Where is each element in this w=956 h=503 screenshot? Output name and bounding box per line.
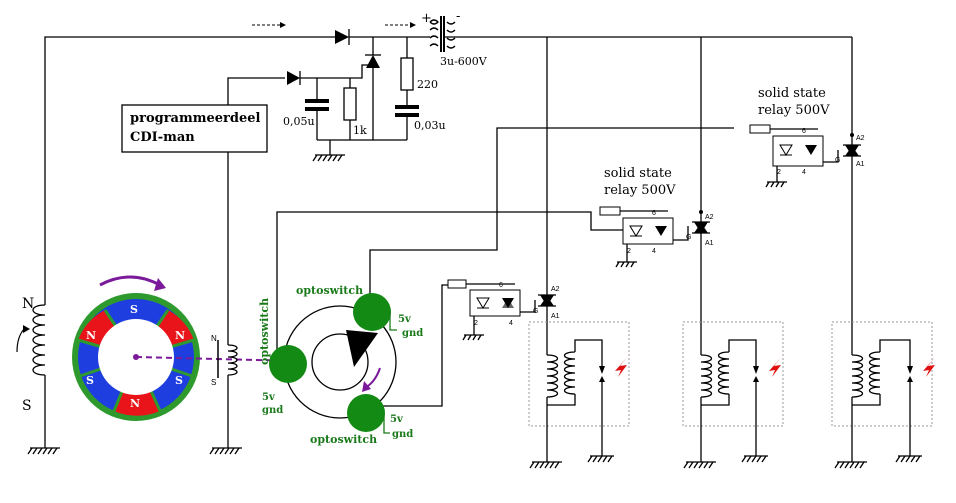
trigger-wheel: [283, 305, 397, 419]
opto-left-5v: 5v: [262, 392, 276, 403]
wheel-rotation-icon: [362, 381, 371, 392]
rotor-pole-s: S: [130, 303, 138, 316]
transformer-label: 3u-600V: [440, 55, 488, 68]
ground-icon: [529, 461, 562, 469]
ssr1-a1: A1: [551, 313, 560, 320]
ssr1-pin4: 4: [509, 320, 513, 327]
ssr2-title-2: relay 500V: [604, 183, 676, 198]
rotor-pole-n: N: [175, 329, 185, 342]
programmer-label-1: programmeerdeel: [130, 111, 261, 126]
ssr2-gate: G: [686, 234, 691, 241]
cap1-label: 0,05u: [283, 115, 315, 128]
rotor: S N N S S N: [72, 275, 200, 421]
optoswitch-left: optoswitch 5v gnd: [258, 298, 307, 416]
ssr3-pin4: 4: [802, 169, 806, 176]
opto-top-gnd: gnd: [402, 328, 423, 339]
optoswitch-left-label: optoswitch: [258, 298, 271, 365]
spark-icon: [769, 356, 782, 377]
ssr-3: solid state relay 500V 6 2 4 A2 G A1: [749, 86, 865, 335]
opto-left-gnd: gnd: [262, 405, 283, 416]
ssr3-title-1: solid state: [758, 86, 826, 101]
ground-icon: [765, 181, 787, 188]
ssr2-a1: A1: [705, 240, 714, 247]
opto-wiring: [276, 127, 734, 407]
cdi-section: 0,05u 1k 220 0,03u: [227, 37, 446, 162]
plus-label: +: [421, 11, 432, 26]
rotation-arrow-icon: [154, 278, 166, 291]
programmer-box: programmeerdeel CDI-man: [121, 104, 268, 153]
ssr3-title-2: relay 500V: [758, 103, 830, 118]
opto-bottom-5v: 5v: [390, 414, 404, 425]
optoswitch-bottom: optoswitch 5v gnd: [310, 394, 413, 446]
ground-icon: [895, 455, 922, 463]
spark-icon: [615, 356, 628, 377]
ground-icon: [587, 455, 614, 463]
ground-icon: [462, 334, 484, 341]
cap2-label: 0,03u: [414, 119, 446, 132]
ground-icon: [615, 261, 637, 268]
ground-icon: [27, 447, 60, 455]
rotor-pole-s: S: [175, 374, 183, 387]
hv-rail: [44, 36, 853, 295]
rotor-pole-n: N: [86, 329, 96, 342]
ssr-2: solid state relay 500V 6 2 4 A2 G A1: [599, 166, 714, 335]
pickup-coil: N S: [211, 152, 238, 448]
rotor-pole-n: N: [130, 397, 140, 410]
ground-icon: [834, 461, 867, 469]
res1-label: 1k: [353, 124, 367, 137]
ground-icon: [683, 461, 716, 469]
ground-icon: [312, 154, 345, 162]
ignition-coil-1: [528, 321, 630, 469]
ssr3-pin6: 6: [802, 128, 806, 135]
res2-label: 220: [417, 78, 438, 91]
dashed-arrow-icon: [252, 22, 416, 28]
ssr3-a2: A2: [856, 135, 865, 142]
ssr2-pin6: 6: [652, 210, 656, 217]
pickup-south-label: S: [211, 378, 216, 387]
ssr1-pin2: 2: [474, 320, 478, 327]
ssr1-a2: A2: [551, 286, 560, 293]
ground-icon: [209, 447, 242, 455]
ssr1-pin6: 6: [499, 282, 503, 289]
ssr3-a1: A1: [856, 161, 865, 168]
programmer-label-2: CDI-man: [130, 130, 195, 145]
south-label: S: [22, 398, 32, 414]
ssr1-gate: G: [533, 308, 538, 315]
main-diode: [335, 29, 350, 45]
opto-top-5v: 5v: [398, 314, 412, 325]
north-label: N: [22, 296, 34, 312]
ssr3-pin2: 2: [777, 169, 781, 176]
ssr-1: 6 2 4 A2 G A1: [447, 279, 560, 341]
ssr3-gate: G: [835, 157, 840, 164]
ssr2-title-1: solid state: [604, 166, 672, 181]
optoswitch-bottom-label: optoswitch: [310, 433, 377, 446]
ground-icon: [741, 455, 768, 463]
minus-label: -: [456, 9, 460, 24]
ssr2-a2: A2: [705, 214, 714, 221]
opto-bottom-gnd: gnd: [392, 429, 413, 440]
ssr2-pin4: 4: [652, 248, 656, 255]
pickup-north-label: N: [211, 334, 217, 343]
spark-icon: [923, 356, 936, 377]
ignition-coil-2: [682, 321, 784, 469]
ignition-coil-3: [831, 321, 936, 469]
ssr2-pin2: 2: [627, 248, 631, 255]
optoswitch-top-label: optoswitch: [296, 284, 363, 297]
optoswitch-top: optoswitch 5v gnd: [296, 284, 423, 339]
hv-transformer: + - 3u-600V: [421, 9, 488, 68]
stator-coil: N S: [16, 270, 46, 448]
rotor-pole-s: S: [86, 374, 94, 387]
